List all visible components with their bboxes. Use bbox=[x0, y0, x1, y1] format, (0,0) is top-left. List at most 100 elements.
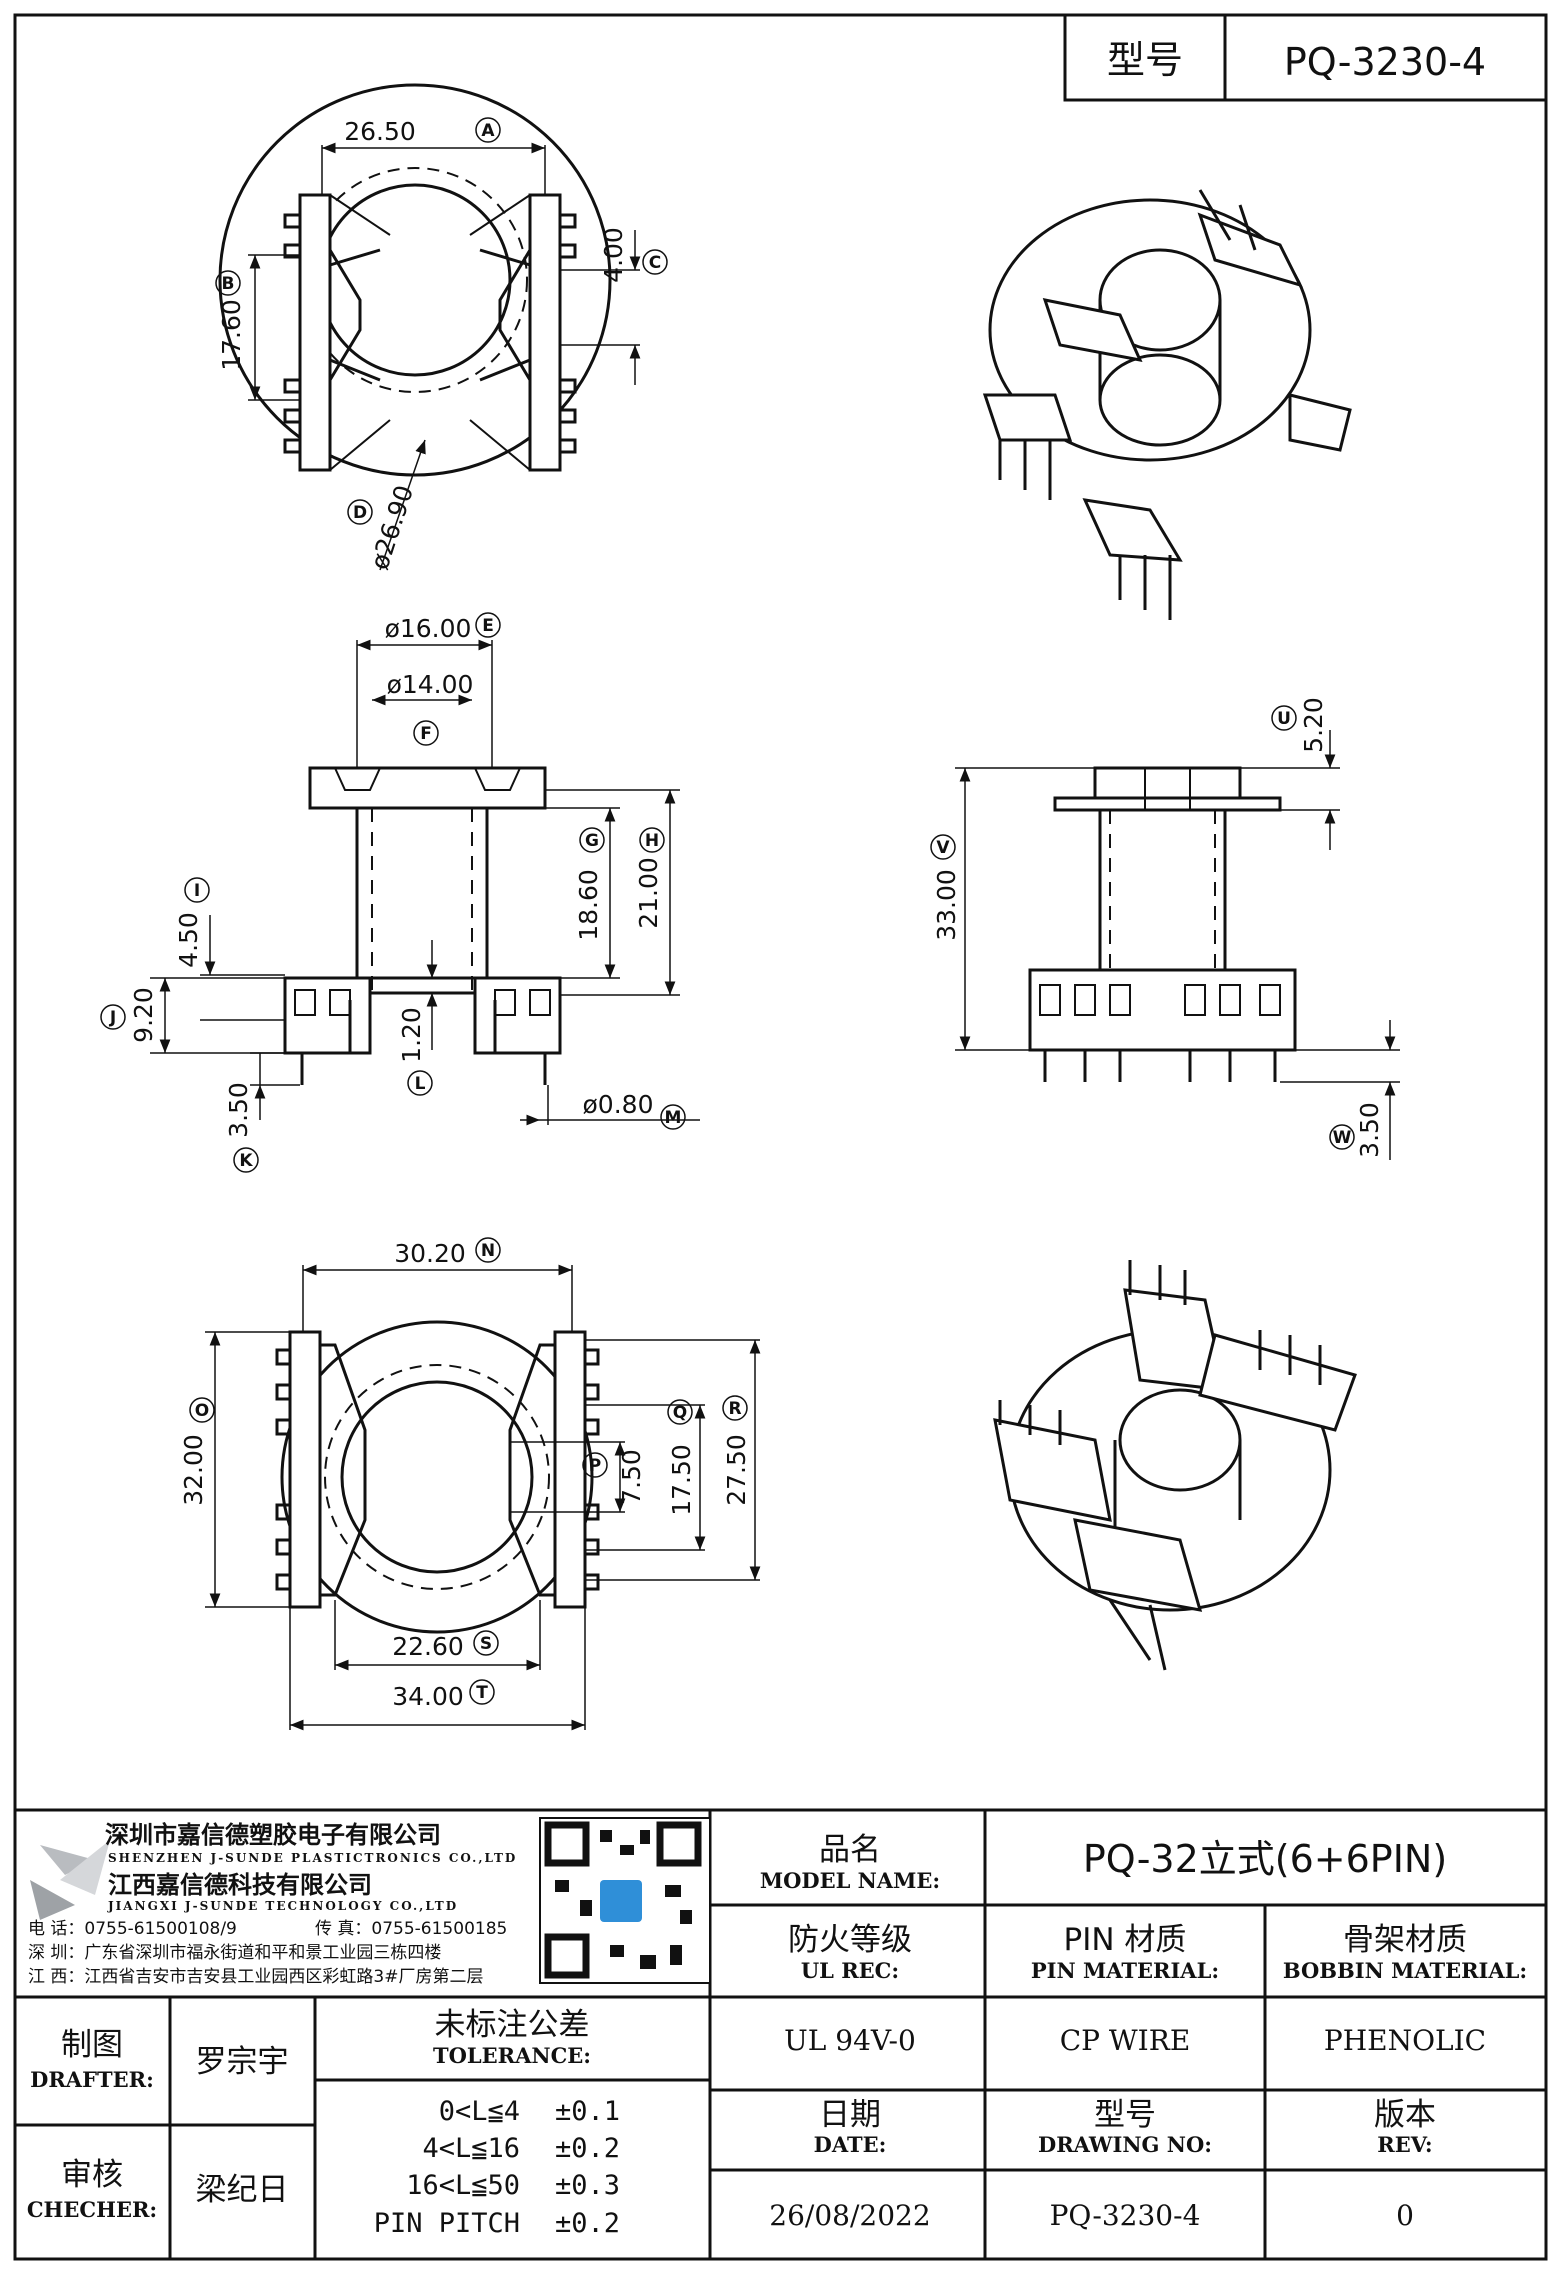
pin-material-value: CP WIRE bbox=[1060, 2024, 1191, 2057]
bobbin-material-value: PHENOLIC bbox=[1324, 2024, 1486, 2057]
dim-v-tag: V bbox=[936, 838, 950, 858]
dim-j-tag: J bbox=[109, 1008, 116, 1028]
model-name-label-cn: 品名 bbox=[819, 1832, 881, 1868]
checker-label-cn: 审核 bbox=[61, 2157, 123, 2193]
date-value: 26/08/2022 bbox=[769, 2199, 930, 2232]
dim-d-value: ø26.90 bbox=[365, 482, 419, 574]
date-label-en: DATE: bbox=[814, 2132, 887, 2157]
dim-j-value: 9.20 bbox=[129, 987, 158, 1043]
company-logo bbox=[30, 1840, 110, 1920]
dim-d-tag: D bbox=[353, 503, 367, 523]
dim-b-value: 17.60 bbox=[217, 299, 246, 371]
tolerance-value-2: ±0.2 bbox=[555, 2133, 620, 2164]
dim-e-value: ø16.00 bbox=[385, 614, 472, 643]
tolerance-range-4: PIN PITCH bbox=[374, 2208, 520, 2239]
dim-w-value: 3.50 bbox=[1355, 1102, 1384, 1158]
tolerance-range-1: 0<L≦4 bbox=[439, 2096, 520, 2127]
dim-k-value: 3.50 bbox=[224, 1082, 253, 1138]
company-phone: 电 话：0755-61500108/9 bbox=[28, 1919, 237, 1939]
dim-h-tag: H bbox=[645, 831, 659, 851]
dim-q-tag: Q bbox=[673, 1403, 687, 1423]
dim-p-tag: P bbox=[589, 1456, 601, 1476]
ul-label-cn: 防火等级 bbox=[788, 1922, 912, 1958]
company-name-cn-2: 江西嘉信德科技有限公司 bbox=[108, 1871, 372, 1899]
drafter-label-cn: 制图 bbox=[61, 2027, 123, 2063]
company-name-en-2: JIANGXI J-SUNDE TECHNOLOGY CO.,LTD bbox=[107, 1899, 458, 1913]
pin-material-label-en: PIN MATERIAL: bbox=[1031, 1958, 1219, 1983]
dim-u-value: 5.20 bbox=[1299, 697, 1328, 753]
ul-value: UL 94V-0 bbox=[784, 2024, 916, 2057]
dim-g-tag: G bbox=[585, 831, 599, 851]
dim-m-value: ø0.80 bbox=[583, 1090, 654, 1119]
dim-p-value: 7.50 bbox=[617, 1449, 646, 1505]
dim-o-tag: O bbox=[195, 1401, 209, 1421]
drafter-label-en: DRAFTER: bbox=[30, 2067, 154, 2092]
dim-u-tag: U bbox=[1277, 709, 1291, 729]
top-hidden-circle bbox=[302, 167, 528, 393]
top-view-dims bbox=[248, 142, 641, 571]
dim-c-tag: C bbox=[649, 253, 661, 273]
date-label-cn: 日期 bbox=[819, 2097, 881, 2133]
header-model-box: 型号 PQ-3230-4 bbox=[1063, 13, 1548, 102]
dim-r-value: 27.50 bbox=[722, 1434, 751, 1506]
dim-i-tag: I bbox=[194, 881, 200, 901]
dim-o-value: 32.00 bbox=[179, 1434, 208, 1506]
model-name-value: PQ-32立式(6+6PIN) bbox=[1083, 1837, 1447, 1881]
dim-s-value: 22.60 bbox=[392, 1632, 464, 1661]
dim-r-tag: R bbox=[728, 1399, 741, 1419]
rev-value: 0 bbox=[1396, 2199, 1414, 2232]
tolerance-label-en: TOLERANCE: bbox=[433, 2043, 591, 2068]
tolerance-label-cn: 未标注公差 bbox=[435, 2007, 590, 2043]
tolerance-value-3: ±0.3 bbox=[555, 2170, 620, 2201]
tolerance-value-1: ±0.1 bbox=[555, 2096, 620, 2127]
dim-s-tag: S bbox=[480, 1634, 492, 1654]
dim-n-value: 30.20 bbox=[394, 1239, 466, 1268]
tolerance-range-2: 4<L≦16 bbox=[422, 2133, 520, 2164]
dim-m-tag: M bbox=[665, 1108, 682, 1128]
bottom-view bbox=[275, 1320, 600, 1634]
dim-n-tag: N bbox=[481, 1241, 495, 1261]
dim-f-value: ø14.00 bbox=[387, 670, 474, 699]
drawing-no-label-cn: 型号 bbox=[1094, 2097, 1156, 2133]
dim-b-tag: B bbox=[222, 274, 235, 294]
ul-label-en: UL REC: bbox=[801, 1958, 899, 1983]
dim-i-value: 4.50 bbox=[174, 912, 203, 968]
drawing-no-label-en: DRAWING NO: bbox=[1038, 2132, 1212, 2157]
bobbin-material-label-en: BOBBIN MATERIAL: bbox=[1283, 1958, 1527, 1983]
checker-name: 梁纪日 bbox=[196, 2172, 289, 2208]
bobbin-material-label-cn: 骨架材质 bbox=[1343, 1922, 1467, 1958]
side-view bbox=[1028, 766, 1297, 1082]
dim-a-value: 26.50 bbox=[344, 117, 416, 146]
checker-label-en: CHECHER: bbox=[27, 2197, 157, 2222]
iso-view-top bbox=[982, 189, 1352, 620]
tolerance-range-3: 16<L≦50 bbox=[406, 2170, 520, 2201]
dim-a-tag: A bbox=[481, 121, 495, 141]
side-view-dims bbox=[955, 730, 1400, 1160]
front-view-dims bbox=[150, 639, 700, 1126]
top-flange-circle bbox=[218, 83, 612, 477]
dim-h-value: 21.00 bbox=[634, 857, 663, 929]
bottom-view-dims bbox=[205, 1264, 761, 1731]
rev-label-cn: 版本 bbox=[1374, 2097, 1436, 2133]
dim-e-tag: E bbox=[482, 616, 494, 636]
company-fax: 传 真：0755-61500185 bbox=[315, 1919, 507, 1939]
company-name-cn-1: 深圳市嘉信德塑胶电子有限公司 bbox=[105, 1821, 441, 1849]
dim-q-value: 17.50 bbox=[667, 1444, 696, 1516]
dim-k-tag: K bbox=[239, 1151, 253, 1171]
dim-t-value: 34.00 bbox=[392, 1682, 464, 1711]
dim-f-tag: F bbox=[420, 724, 432, 744]
rev-label-en: REV: bbox=[1377, 2132, 1432, 2157]
dim-w-tag: W bbox=[1333, 1128, 1352, 1148]
front-view bbox=[283, 766, 562, 1085]
drawing-no-value: PQ-3230-4 bbox=[1050, 2199, 1201, 2232]
dim-l-tag: L bbox=[415, 1074, 426, 1094]
dim-v-value: 33.00 bbox=[932, 869, 961, 941]
model-name-label-en: MODEL NAME: bbox=[760, 1868, 940, 1893]
title-block-grid bbox=[15, 1808, 1546, 2259]
iso-view-bottom bbox=[993, 1260, 1357, 1671]
company-name-en-1: SHENZHEN J-SUNDE PLASTICTRONICS CO.,LTD bbox=[108, 1851, 517, 1865]
sheet-border bbox=[13, 13, 1548, 2261]
pin-material-label-cn: PIN 材质 bbox=[1064, 1922, 1187, 1958]
